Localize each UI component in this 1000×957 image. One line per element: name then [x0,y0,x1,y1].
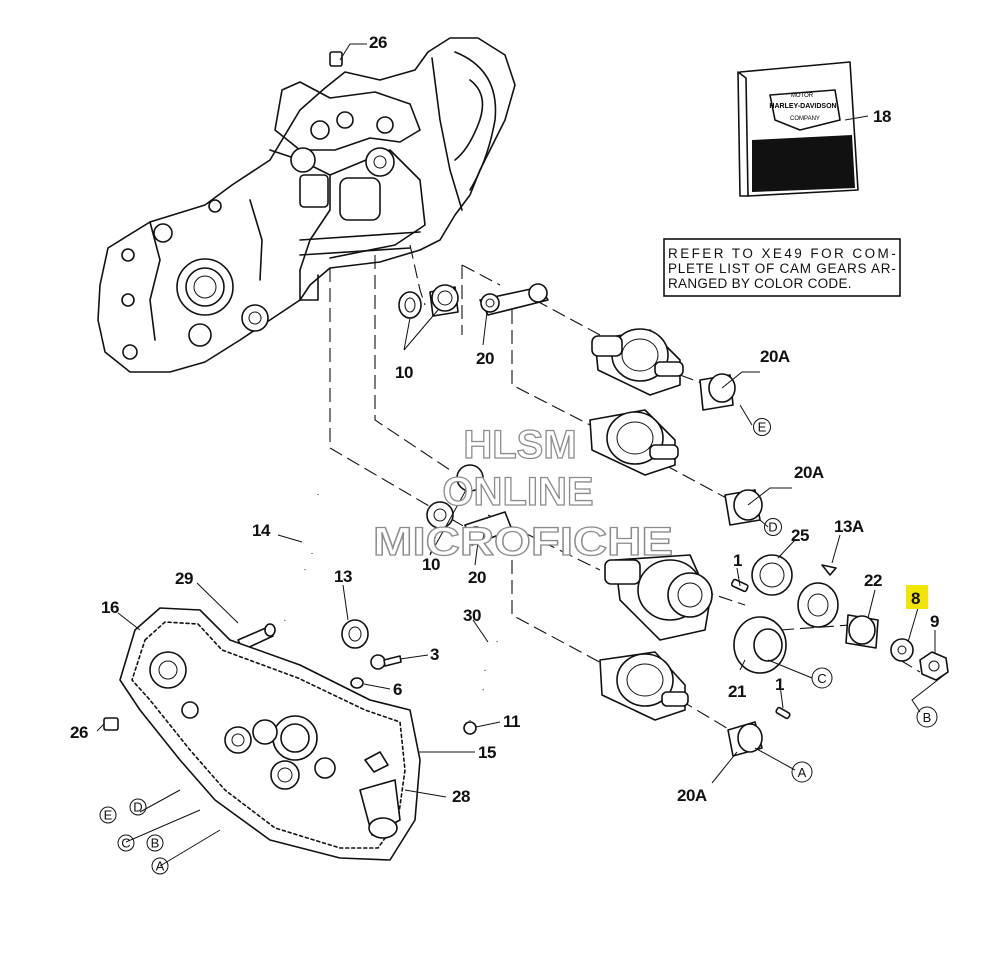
note-line-3: RANGED BY COLOR CODE. [668,276,852,291]
callout-d-right: D [768,520,777,535]
label-18: 18 [873,107,891,126]
label-13: 13 [334,567,352,586]
svg-text:MOTOR: MOTOR [791,93,814,99]
link-plate-20 [479,283,549,316]
leader-lines [96,43,949,867]
breather-29 [237,623,276,651]
label-8-highlight [906,585,928,609]
note-box: REFER TO XE49 FOR COM- PLETE LIST OF CAM… [663,238,901,297]
label-26-top: 26 [369,33,387,52]
callout-a-left: A [156,859,165,874]
hose-30 [463,640,502,735]
bushing-20a-a [727,721,763,757]
label-3: 3 [430,645,439,664]
key-13a [821,564,837,576]
crankcase-housing [97,37,516,373]
label-1-lower: 1 [775,675,784,694]
spacer-22 [845,614,879,649]
label-20a-3: 20A [677,786,707,805]
bushings-10-lower [426,464,484,529]
bushing-20a-e [699,373,736,411]
callout-a-right: A [798,765,807,780]
callout-e-right: E [758,420,767,435]
gear-25 [751,554,793,596]
watermark-line-1: HLSM [463,423,576,467]
callout-e-left: E [104,808,113,823]
label-14: 14 [252,521,271,540]
label-10-top: 10 [395,363,413,382]
svg-text:HARLEY-DAVIDSON: HARLEY-DAVIDSON [769,103,836,110]
label-29: 29 [175,569,193,588]
bearing-21 [733,616,787,674]
label-20a-2: 20A [794,463,824,482]
watermark: HLSM ONLINE MICROFICHE [372,422,673,564]
plate-20-lower [464,511,513,546]
part-labels: 26 18 10 20 20A 20A 10 20 14 29 13 16 3 … [70,33,940,806]
label-15: 15 [478,743,496,762]
cam-gear-d [589,409,679,476]
label-30: 30 [463,606,481,625]
cam-gear-c [604,554,713,641]
seal-13 [341,619,369,649]
washer-8 [890,638,914,662]
watermark-line-2: ONLINE [442,470,593,514]
callout-c-right: C [817,671,826,686]
plug-26-upper [329,51,343,67]
washer-6 [350,677,364,689]
svg-text:COMPANY: COMPANY [790,116,820,122]
gear-cover [119,607,421,861]
label-20-top: 20 [476,349,494,368]
callout-letters: E D C B A E D C B A [99,418,938,875]
label-11: 11 [503,712,520,731]
label-21: 21 [728,682,746,701]
label-16: 16 [101,598,119,617]
screw-3 [370,654,402,670]
label-26-bottom: 26 [70,723,88,742]
cam-gear-a [599,651,689,721]
watermark-line-3: MICROFICHE [373,520,673,564]
callout-d-left: D [133,800,142,815]
bushings-10-upper [398,284,459,319]
callout-b-right: B [923,710,932,725]
note-line-1: REFER TO XE49 FOR COM- [668,246,896,261]
harley-davidson-logo: MOTOR HARLEY-DAVIDSON COMPANY [769,93,836,122]
bushing-20a-d [724,489,763,526]
label-20-mid: 20 [468,568,486,587]
label-6: 6 [393,680,402,699]
plug-26-lower [103,717,119,731]
label-9: 9 [930,612,939,631]
cam-gear-e [591,328,684,396]
label-1-upper: 1 [733,551,742,570]
note-line-2: PLETE LIST OF CAM GEARS AR- [668,261,896,276]
label-28: 28 [452,787,470,806]
key-1-lower [775,706,791,720]
gasket-kit-box [737,61,859,197]
label-25: 25 [791,526,809,545]
callout-c-left: C [121,836,130,851]
label-13a: 13A [834,517,864,536]
callout-b-left: B [151,836,160,851]
label-10-mid: 10 [422,555,440,574]
pinion-gear [797,582,839,628]
label-8: 8 [911,589,920,608]
hose-14 [282,494,322,623]
label-22: 22 [864,571,882,590]
label-20a-1: 20A [760,347,790,366]
